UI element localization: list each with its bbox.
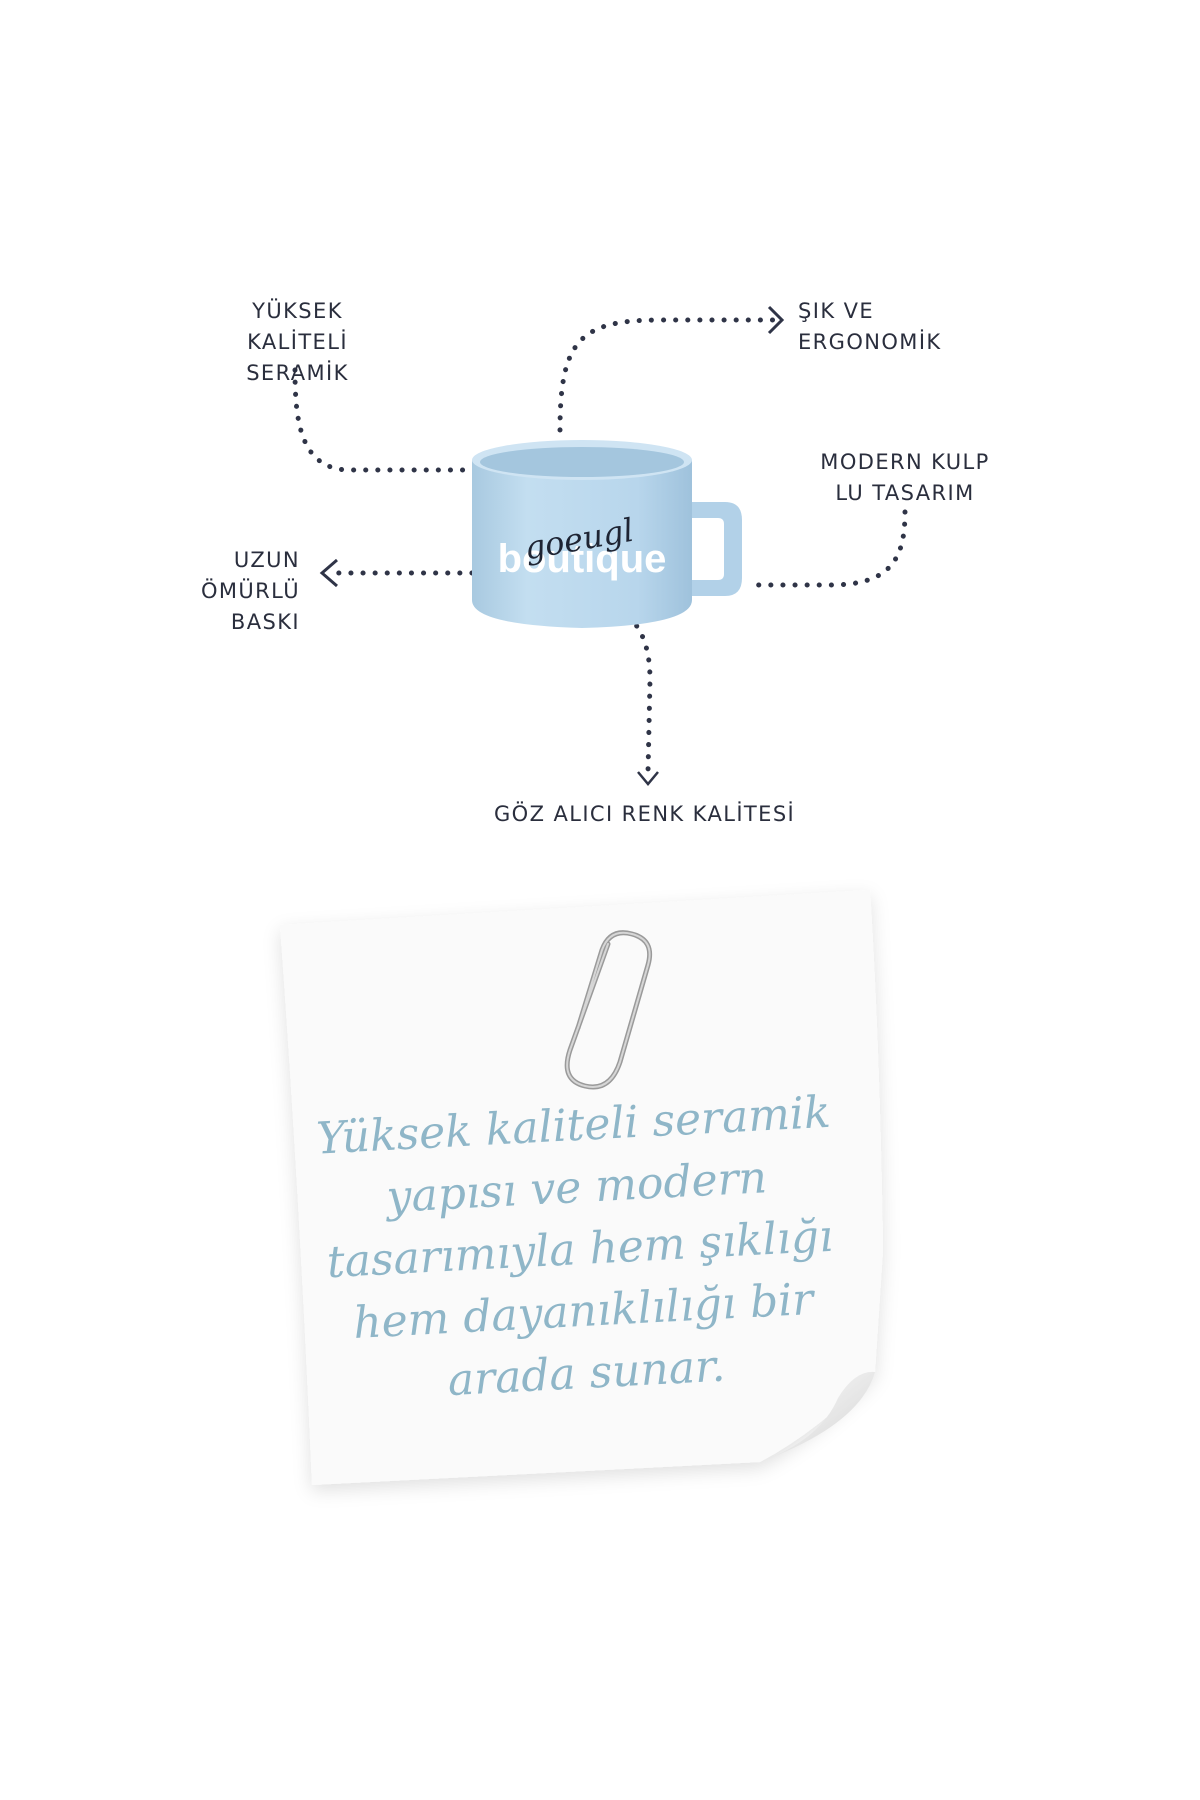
feature-handle-label: MODERN KULP LU TASARIM — [820, 450, 990, 505]
ergonomic-arrow-icon — [767, 305, 785, 335]
ceramic-callout-line — [292, 367, 508, 473]
mug-handle — [690, 502, 742, 596]
note-text: Yüksek kaliteli seramik yapısı ve modern… — [315, 1086, 835, 1407]
print-arrow-icon — [319, 558, 338, 588]
handle-callout-line — [745, 509, 908, 588]
mug-brand-word: boutique — [498, 537, 667, 581]
note-curl — [760, 1371, 875, 1462]
feature-print-label: UZUN ÖMÜRLÜ BASKI — [200, 548, 300, 634]
feature-ceramic-label: YÜKSEK KALİTELİ SERAMİK — [246, 299, 349, 385]
ergonomic-callout-line — [557, 317, 778, 433]
color-callout-line — [582, 595, 653, 775]
color-arrow-icon — [637, 771, 659, 786]
note-paper — [280, 890, 883, 1485]
feature-color-label: GÖZ ALICI RENK KALİTESİ — [494, 802, 796, 826]
mug-body — [472, 460, 692, 628]
feature-ergonomic-label: ŞIK VE ERGONOMİK — [798, 299, 942, 354]
